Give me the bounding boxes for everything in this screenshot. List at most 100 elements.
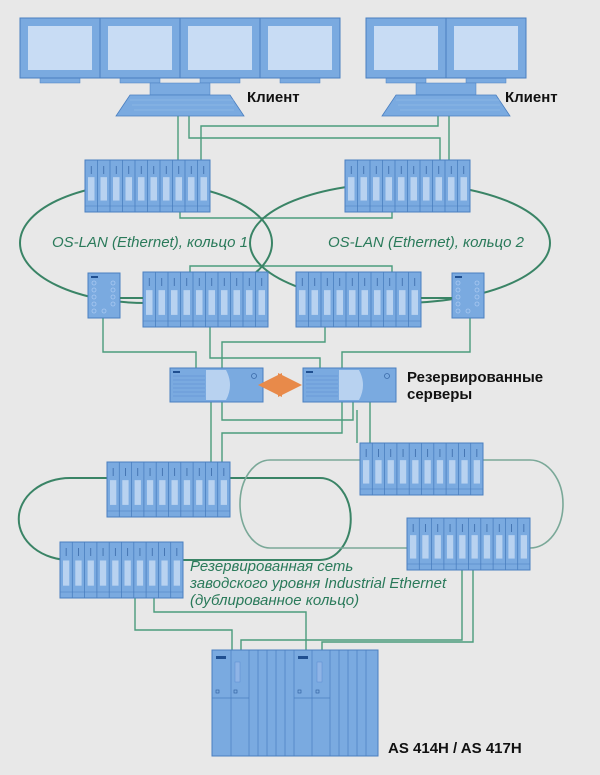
module-slot bbox=[423, 177, 430, 201]
monitor-screen bbox=[28, 26, 92, 70]
module-slot bbox=[221, 290, 228, 315]
module-slot bbox=[461, 460, 468, 484]
module-slot bbox=[520, 535, 527, 559]
module-slot bbox=[399, 460, 407, 484]
module-slot bbox=[113, 177, 120, 201]
client-2-label: Клиент bbox=[505, 89, 558, 106]
module-slot bbox=[200, 177, 207, 201]
module-slot bbox=[434, 535, 441, 559]
module-slot bbox=[100, 177, 107, 201]
module-slot bbox=[149, 560, 156, 586]
module-slot bbox=[460, 177, 467, 201]
module-slot bbox=[136, 560, 144, 586]
module-slot bbox=[299, 290, 306, 315]
module-slot bbox=[173, 560, 180, 586]
module-slot bbox=[220, 480, 227, 505]
module-slot bbox=[410, 177, 417, 201]
port bbox=[91, 308, 97, 314]
module-slot bbox=[124, 560, 131, 586]
module-slot bbox=[363, 460, 370, 484]
servers-label-line1: Резервированные bbox=[407, 369, 543, 386]
keyboard bbox=[381, 94, 511, 117]
module-slot bbox=[361, 290, 368, 315]
module-slot bbox=[146, 290, 153, 315]
os-lan-switch-2 bbox=[421, 272, 485, 319]
module-slot bbox=[424, 460, 431, 484]
module-slot bbox=[324, 290, 331, 315]
module-slot bbox=[348, 177, 355, 201]
module-slot bbox=[246, 290, 253, 315]
module-slot bbox=[435, 177, 442, 201]
module-slot bbox=[150, 177, 157, 201]
module-slot bbox=[446, 535, 454, 559]
module-slot bbox=[112, 560, 119, 586]
cpu-indicator bbox=[216, 656, 226, 659]
keyboard bbox=[115, 94, 245, 117]
os-lan-ring-1-label: OS-LAN (Ethernet), кольцо 1 bbox=[52, 234, 248, 251]
module-slot bbox=[88, 177, 95, 201]
module-slot bbox=[258, 290, 265, 315]
module-slot bbox=[496, 535, 503, 559]
module-slot bbox=[134, 480, 141, 505]
port bbox=[91, 294, 97, 300]
server-2 bbox=[302, 367, 397, 403]
module-slot bbox=[473, 460, 480, 484]
wires bbox=[102, 110, 474, 650]
module-slot bbox=[161, 560, 168, 586]
module-slot bbox=[375, 460, 382, 484]
power-button bbox=[384, 373, 390, 379]
module-slot bbox=[349, 290, 356, 315]
module-slot bbox=[459, 535, 466, 559]
os-lan-switch-rack-top-2 bbox=[344, 159, 471, 213]
module-slot bbox=[411, 290, 418, 315]
module-slot bbox=[449, 460, 456, 484]
os-lan-switch-rack-bottom-2 bbox=[295, 271, 422, 328]
port bbox=[110, 280, 116, 286]
servers-label-line2: серверы bbox=[407, 386, 472, 403]
os-lan-ring-2-label: OS-LAN (Ethernet), кольцо 2 bbox=[328, 234, 525, 251]
plant-bus-label-line1: Резервированная сеть bbox=[190, 558, 353, 575]
module-slot bbox=[360, 177, 367, 201]
port bbox=[110, 301, 116, 307]
drive-bay bbox=[339, 370, 363, 400]
client-1-label: Клиент bbox=[247, 89, 300, 106]
client-workstation-1 bbox=[19, 17, 341, 117]
module-slot bbox=[387, 460, 394, 484]
port bbox=[455, 280, 461, 286]
drive-bay bbox=[206, 370, 230, 400]
module-slot bbox=[110, 480, 117, 505]
module-slot bbox=[99, 560, 107, 586]
module-slot bbox=[374, 290, 381, 315]
port bbox=[455, 301, 461, 307]
module-slot bbox=[398, 177, 405, 201]
port bbox=[455, 294, 461, 300]
automation-system-rack bbox=[211, 649, 379, 757]
port bbox=[110, 287, 116, 293]
module-slot bbox=[183, 480, 191, 505]
port bbox=[91, 287, 97, 293]
module-slot bbox=[183, 290, 190, 315]
port bbox=[455, 308, 461, 314]
client-workstation-2 bbox=[365, 17, 527, 117]
port bbox=[110, 294, 116, 300]
module-slot bbox=[399, 290, 406, 315]
module-slot bbox=[125, 177, 132, 201]
port bbox=[465, 308, 471, 314]
module-slot bbox=[196, 480, 203, 505]
module-slot bbox=[208, 290, 215, 315]
module-slot bbox=[483, 535, 491, 559]
module-slot bbox=[410, 535, 417, 559]
port bbox=[91, 280, 97, 286]
monitor-screen bbox=[108, 26, 172, 70]
module-slot bbox=[63, 560, 70, 586]
module-slot bbox=[422, 535, 429, 559]
module-slot bbox=[448, 177, 455, 201]
power-button bbox=[251, 373, 257, 379]
module-slot bbox=[75, 560, 82, 586]
module-slot bbox=[336, 290, 343, 315]
module-slot bbox=[87, 560, 94, 586]
os-lan-switch-rack-top-1 bbox=[84, 159, 211, 213]
plant-switch-rack-2 bbox=[359, 442, 484, 496]
module-slot bbox=[196, 290, 203, 315]
